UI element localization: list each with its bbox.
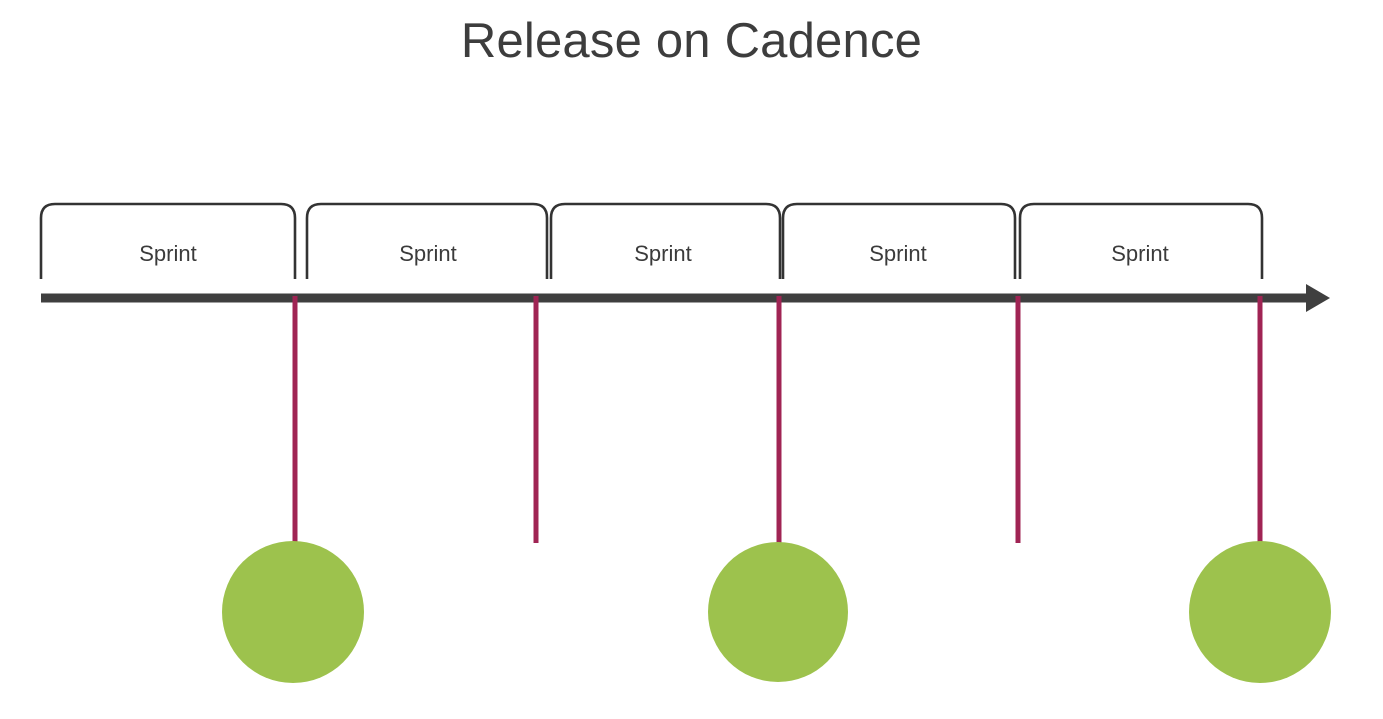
sprint-label-4: Sprint <box>869 241 927 266</box>
drop-lines-group <box>292 296 1263 543</box>
sprint-bracket-5 <box>1018 202 1264 279</box>
sprint-bracket-3 <box>549 202 782 279</box>
sprint-label-1: Sprint <box>139 241 197 266</box>
page-title: Release on Cadence <box>460 14 923 68</box>
release-circle-2[interactable] <box>708 542 848 682</box>
sprint-label-5: Sprint <box>1111 241 1169 266</box>
timeline-arrow-head-icon <box>1306 284 1330 312</box>
sprint-bracket-4 <box>781 202 1017 279</box>
sprint-brackets-group <box>39 202 1264 279</box>
timeline-group <box>41 284 1330 312</box>
sprint-label-3: Sprint <box>634 241 692 266</box>
drop-line-4 <box>1015 296 1021 543</box>
sprint-bracket-2 <box>305 202 549 279</box>
drop-line-5 <box>1257 296 1263 543</box>
drop-line-1 <box>292 296 298 543</box>
sprint-label-2: Sprint <box>399 241 457 266</box>
timeline-shaft <box>41 293 1306 303</box>
drop-line-2 <box>533 296 539 543</box>
drop-line-3 <box>776 296 782 543</box>
release-circle-3[interactable] <box>1189 541 1331 683</box>
sprint-bracket-1 <box>39 202 297 279</box>
release-circles-group <box>222 541 1331 683</box>
release-circle-1[interactable] <box>222 541 364 683</box>
